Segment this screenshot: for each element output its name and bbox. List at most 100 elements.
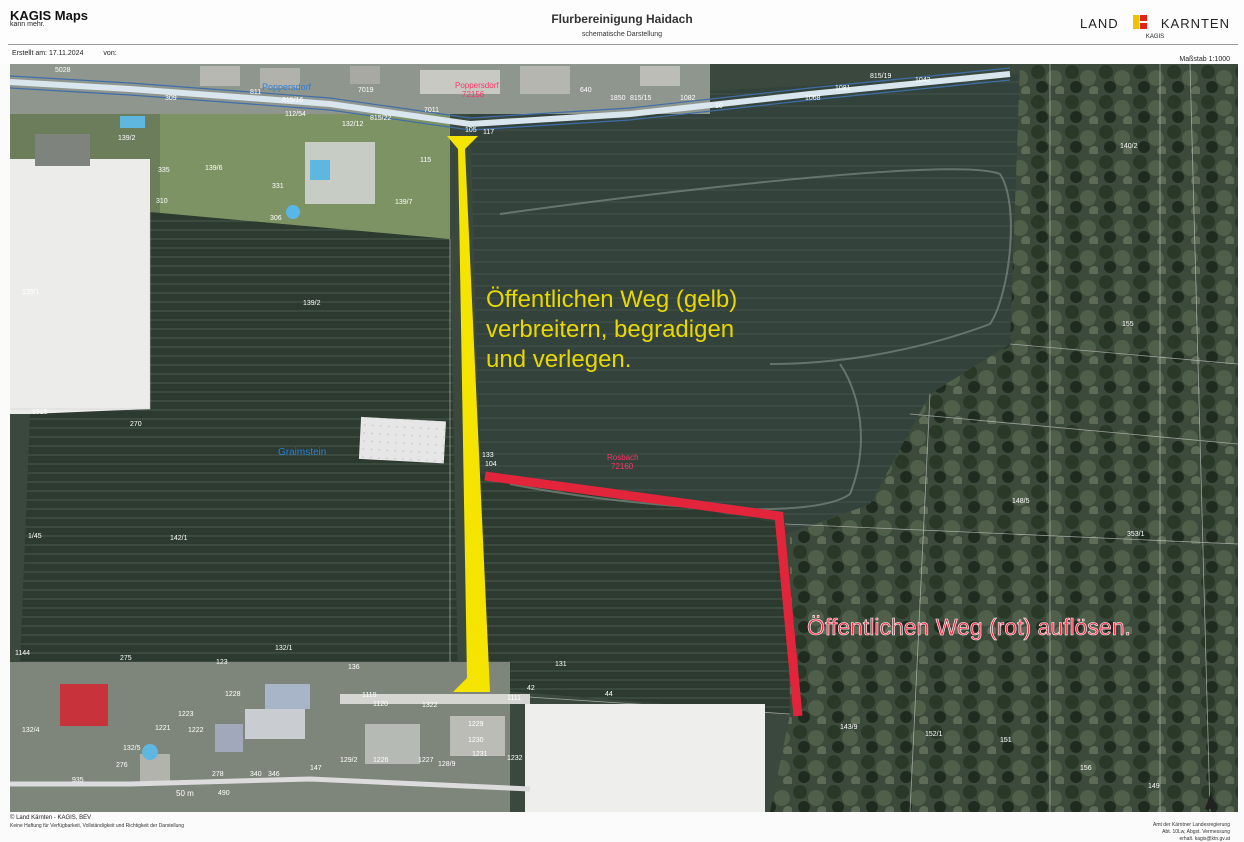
round-pool — [286, 205, 300, 219]
place-name-poppersdorf: Poppersdorf — [262, 82, 312, 92]
parcel-label: 1082 — [680, 95, 696, 102]
parcel-label: 152/1 — [925, 731, 943, 738]
parcel-label: 1850 — [610, 95, 626, 102]
parcel-label: 129/2 — [340, 757, 358, 764]
parcel-label: 278 — [212, 771, 224, 778]
carinthia-logo-icon — [1133, 15, 1147, 29]
ploughed-field-west — [20, 212, 458, 684]
parcel-label: 143/9 — [840, 724, 858, 731]
parcel-label: 44 — [605, 691, 613, 698]
house-roof-west — [35, 134, 90, 166]
parcel-label: 1232 — [507, 755, 523, 762]
parcel-label: 310 — [156, 198, 168, 205]
parcel-label: 139/1 — [22, 289, 40, 296]
parcel-label: 335 — [158, 167, 170, 174]
locality-mid-code: 72160 — [611, 462, 634, 471]
annotation-yellow-line3: und verlegen. — [486, 346, 631, 373]
north-arrow-icon — [1205, 792, 1217, 809]
created-by: von: — [103, 50, 117, 57]
annotation-yellow-line2: verbreitern, begradigen — [486, 316, 734, 343]
parcel-label: 10 — [715, 103, 723, 110]
copyright: © Land Kärnten - KAGIS, BEV — [10, 815, 92, 821]
parcel-label: 1/45 — [28, 533, 42, 540]
parcel-label: 139/7 — [395, 199, 413, 206]
scale-bar-label: 50 m — [176, 789, 194, 798]
parcel-label: 142/1 — [170, 535, 188, 542]
disclaimer: Keine Haftung für Verfügbarkeit, Vollstä… — [10, 823, 184, 829]
parcel-label: 1227 — [418, 757, 434, 764]
header-divider — [8, 44, 1238, 45]
gravel-patch — [358, 416, 446, 464]
map-title: Flurbereinigung Haidach — [551, 12, 693, 26]
parcel-label: 306 — [270, 215, 282, 222]
logo-text-kaernten: KARNTEN — [1160, 16, 1230, 31]
parcel-label: 132/4 — [22, 727, 40, 734]
parcel-label: 275 — [120, 655, 132, 662]
parcel-label: 139/6 — [205, 165, 223, 172]
brand-title: KAGIS Maps — [10, 8, 89, 23]
ploughed-field-south — [480, 474, 790, 714]
brand-tagline: kann mehr. — [10, 21, 45, 28]
logo-text-kagis: KAGIS — [1145, 34, 1165, 40]
parcel-label: 123 — [216, 659, 228, 666]
forest-area — [770, 64, 1238, 812]
parcel-label: 128/9 — [438, 761, 456, 768]
parcel-label: 309 — [165, 95, 177, 102]
parcel-label: 117 — [483, 129, 494, 136]
parcel-label: 1081 — [835, 85, 851, 92]
bright-field-south — [525, 704, 765, 812]
annotation-yellow-line1: Öffentlichen Weg (gelb) — [486, 286, 737, 313]
parcel-label: 151 — [1000, 737, 1012, 744]
publisher-department: Abt. 10Lw, Abgst. Vermessung — [1162, 829, 1230, 835]
pool — [310, 160, 330, 180]
parcel-label: 1119 — [362, 692, 377, 699]
parcel-label: 490 — [218, 790, 230, 797]
parcel-label: 139/2 — [303, 300, 321, 307]
logo-text-land: LAND — [1080, 16, 1119, 31]
parcel-label: 1068 — [805, 95, 821, 102]
parcel-label: 148/5 — [1012, 498, 1030, 505]
parcel-label: 340 — [250, 771, 262, 778]
parcel-label: 935 — [72, 777, 84, 784]
parcel-label: 132/1 — [275, 645, 293, 652]
parcel-label: 1223 — [178, 711, 194, 718]
map-scale: Maßstab 1:1000 — [1179, 56, 1230, 63]
parcel-label: 1144 — [15, 650, 30, 657]
publisher-contact: erhalt. kagis@ktn.gv.at — [1179, 836, 1230, 842]
grain-field-east — [470, 74, 1020, 534]
parcel-label: 1322 — [422, 702, 438, 709]
parcel-label: 132/12 — [342, 121, 364, 128]
parcel-label: 1221 — [155, 725, 171, 732]
map-frame: Öffentlichen Weg (gelb) verbreitern, beg… — [10, 64, 1238, 812]
parcel-label: 811 — [250, 89, 261, 96]
parcel-label: 42 — [527, 685, 535, 692]
parcel-label: 1120 — [373, 701, 388, 708]
parcel-label: 155 — [1122, 321, 1134, 328]
parcel-label: 7019 — [358, 87, 374, 94]
parcel-label: 815/15 — [630, 95, 652, 102]
parcel-label: 104 — [485, 461, 497, 468]
parcel-label: 815/19 — [870, 73, 892, 80]
parcel-label: 115 — [420, 157, 431, 164]
parcel-label: 131 — [555, 661, 567, 668]
orthophoto-map: Öffentlichen Weg (gelb) verbreitern, beg… — [10, 64, 1238, 812]
parcel-label: 815/16 — [282, 97, 304, 104]
parcel-label: 140/2 — [1120, 143, 1138, 150]
parcel-label: 1228 — [225, 691, 241, 698]
parcel-label: 5028 — [55, 67, 71, 74]
yellow-path-widen — [447, 136, 490, 692]
locality-mid-name: Rosbach — [607, 453, 639, 462]
parcel-label: 331 — [272, 183, 284, 190]
parcel-label: 353/1 — [1127, 531, 1145, 538]
locality-top-code: 72156 — [462, 90, 485, 99]
created-date: Erstellt am: 17.11.2024 — [12, 50, 84, 57]
parcel-label: 139/2 — [118, 135, 136, 142]
parcel-label: 133 — [482, 452, 494, 459]
map-header: KAGIS Maps kann mehr. Flurbereinigung Ha… — [0, 0, 1244, 64]
parcel-label: 105 — [465, 127, 477, 134]
parcel-label: 1915 — [32, 409, 48, 416]
map-subtitle: schematische Darstellung — [581, 31, 663, 38]
parcel-label: 136 — [348, 664, 360, 671]
created-info: Erstellt am: 17.11.2024 von: — [12, 50, 117, 57]
bright-field — [10, 159, 150, 414]
